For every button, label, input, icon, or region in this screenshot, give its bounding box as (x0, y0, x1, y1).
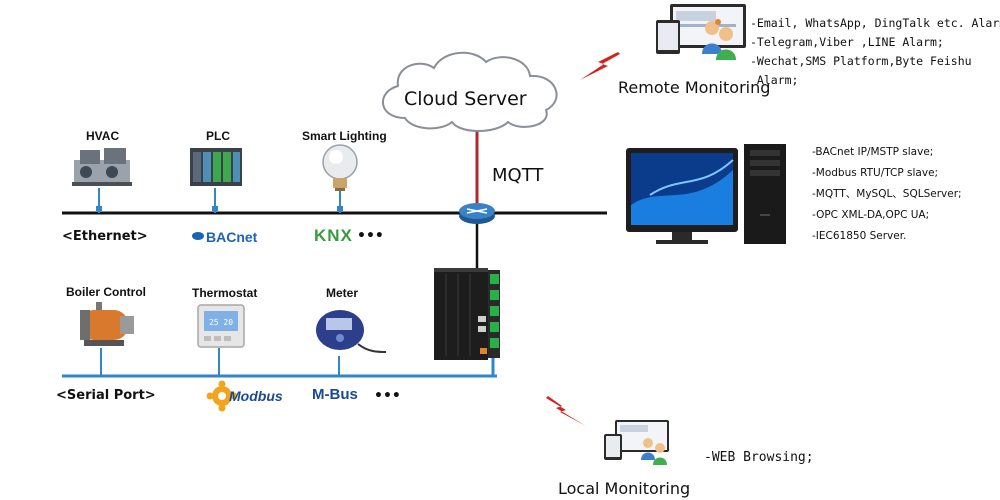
remote-monitoring-icon (656, 4, 746, 60)
modbus-protocol-label: Modbus (229, 388, 283, 404)
local-monitoring-icon (604, 420, 669, 465)
cloud-icon (381, 51, 558, 132)
mqtt-label: MQTT (492, 165, 544, 186)
boiler-control-label: Boiler Control (66, 285, 146, 299)
remote-feature-item: -Email, WhatsApp, DingTalk etc. Alarm; (750, 16, 1000, 30)
smart-lighting-label: Smart Lighting (302, 129, 387, 143)
wireless-link-local-icon (546, 396, 586, 426)
server-feature-item: -MQTT、MySQL、SQLServer; (812, 188, 962, 200)
thermostat-display-text: 25 20 (209, 318, 233, 327)
meter-icon (316, 310, 387, 353)
smart-lighting-bulb-icon (322, 144, 358, 191)
boiler-icon (80, 302, 134, 346)
server-feature-item: -Modbus RTU/TCP slave; (812, 167, 939, 179)
hvac-chiller-icon (72, 148, 132, 186)
server-feature-item: -BACnet IP/MSTP slave; (812, 146, 934, 158)
remote-feature-item: -Telegram,Viber ,LINE Alarm; (750, 35, 944, 49)
thermostat-label: Thermostat (192, 286, 258, 300)
local-monitoring-label: Local Monitoring (558, 479, 691, 498)
server-feature-item: -OPC XML-DA,OPC UA; (812, 209, 930, 221)
ethernet-more-indicator: ••• (357, 228, 384, 244)
bacnet-protocol-label: BACnet (206, 229, 258, 245)
router-icon (459, 203, 495, 224)
gateway-device-icon (434, 268, 500, 360)
plc-label: PLC (206, 129, 230, 143)
wireless-link-remote-icon (580, 52, 620, 80)
serial-more-indicator: ••• (374, 388, 401, 404)
remote-feature-list: -Email, WhatsApp, DingTalk etc. Alarm; -… (750, 14, 1000, 90)
workstation-monitor-icon (626, 148, 738, 244)
remote-feature-item: -Wechat,SMS Platform,Byte Feishu (750, 54, 972, 68)
mbus-protocol-label: M-Bus (312, 386, 358, 403)
hvac-label: HVAC (86, 129, 120, 143)
meter-label: Meter (326, 286, 359, 300)
server-tower-icon (744, 144, 786, 244)
remote-monitoring-label: Remote Monitoring (618, 78, 771, 97)
plc-icon (190, 148, 242, 186)
bacnet-logo-icon (192, 232, 204, 240)
serial-port-bus-label: <Serial Port> (56, 388, 156, 403)
ethernet-bus-label: <Ethernet> (62, 229, 148, 244)
local-feature-item: -WEB Browsing; (704, 450, 814, 465)
modbus-logo-icon (206, 380, 238, 412)
knx-protocol-label: KNX (314, 226, 353, 245)
server-feature-item: -IEC61850 Server. (812, 230, 907, 242)
server-feature-list: -BACnet IP/MSTP slave; -Modbus RTU/TCP s… (812, 142, 962, 247)
remote-feature-item: Alarm; (750, 73, 799, 87)
cloud-server-label: Cloud Server (404, 88, 527, 110)
thermostat-icon: 25 20 (197, 304, 245, 348)
